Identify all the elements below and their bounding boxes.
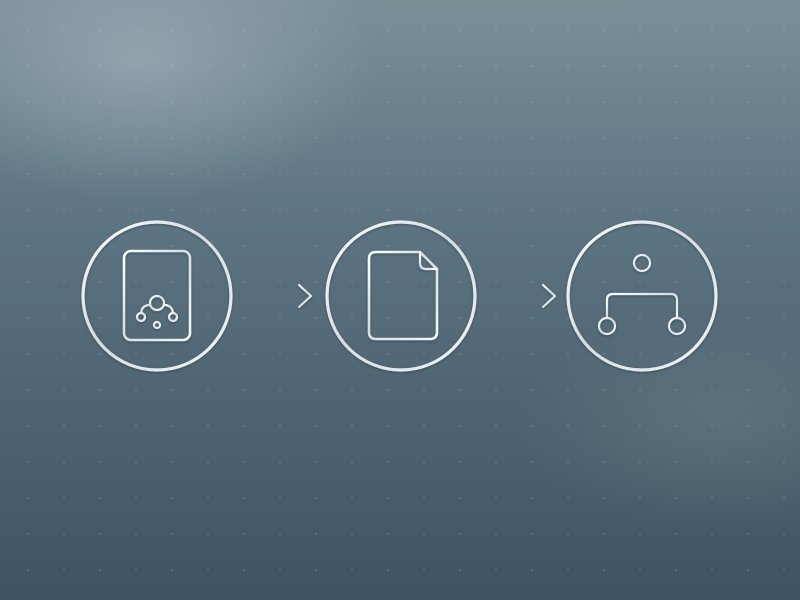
node-ring — [325, 220, 477, 372]
hierarchy-tree-icon — [597, 253, 687, 336]
node-hierarchy — [566, 220, 718, 372]
node-document — [325, 220, 477, 372]
arrow-right-icon — [231, 283, 313, 309]
node-document-seal — [81, 220, 233, 372]
document-with-seal-icon — [122, 249, 192, 342]
node-ring — [566, 220, 718, 372]
arrow-right-icon — [475, 283, 557, 309]
node-ring — [81, 220, 233, 372]
document-icon — [367, 250, 439, 341]
